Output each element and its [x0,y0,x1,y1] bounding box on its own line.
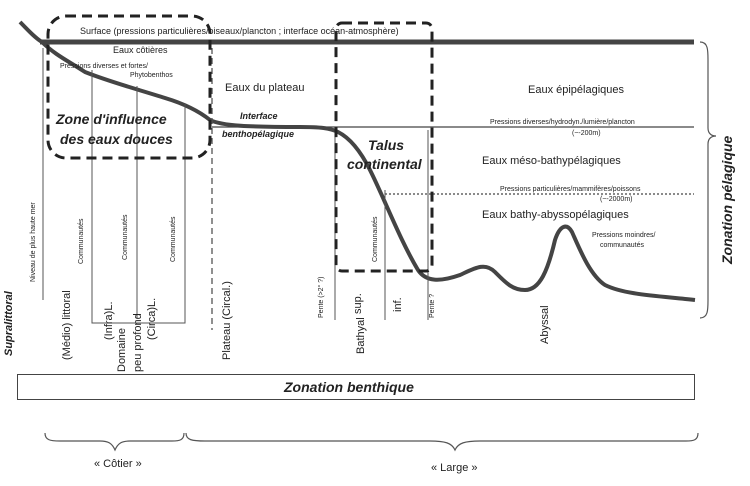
seabed-profile [18,20,696,302]
pressions-moindres-label-1: Pressions moindres/ [592,232,656,239]
communautes-label-4: Communautés [372,216,379,262]
zonation-benthique-label: Zonation benthique [284,379,414,395]
pressions-moindres-label-2: communautés [600,242,644,249]
cotier-label: « Côtier » [94,458,142,470]
pressions-meso-label: Pressions particulières/mammifères/poiss… [500,186,641,193]
large-brace [185,432,699,452]
interface-label-1: Interface [240,111,278,121]
pente-q-label: Pente ? [429,293,436,318]
pente-2-label: Pente (>2° ?) [318,276,325,318]
eaux-plateau-label: Eaux du plateau [225,82,305,94]
communautes-label-3: Communautés [170,216,177,262]
eaux-meso-label: Eaux méso-bathypélagiques [482,155,621,167]
depth-2000-label: (~-2000m) [600,196,633,203]
medio-littoral-label: (Médio) littoral [61,290,73,360]
talus-box [334,21,434,273]
pelagic-brace [699,41,717,319]
eaux-bathy-label: Eaux bathy-abyssopélagiques [482,209,629,221]
talus-label-2: continental [347,156,422,172]
influence-label-2: des eaux douces [60,131,173,147]
talus-label-1: Talus [368,137,405,153]
infra-label: (Infra)L. [103,301,115,340]
influence-label-1: Zone d'influence [56,111,167,127]
communautes-label-2: Communautés [122,214,129,260]
interface-label-2: benthopélagique [222,129,294,139]
domaine-label-1: Domaine [116,327,128,372]
surface-label: Surface (pressions particulières/oiseaux… [80,26,399,36]
eaux-cotieres-label: Eaux côtières [113,45,168,55]
bathyal-label: Bathyal [355,317,367,354]
zonation-benthique-box [17,374,695,400]
plateau-label: Plateau (Circal.) [221,281,233,360]
abyssal-label: Abyssal [539,305,551,344]
zonation-pelagique-label: Zonation pélagique [719,135,735,264]
large-label: « Large » [431,462,478,474]
inf-label: inf. [392,297,404,312]
domaine-bracket [91,318,186,324]
pressions-cotieres-label-1: Pressions diverses et fortes/ [60,63,148,70]
eaux-epipelagiques-label: Eaux épipélagiques [528,84,625,96]
domaine-label-2: peu profond [132,313,144,372]
circa-label: (Circa)L. [146,297,158,340]
supralittoral-label: Supralittoral [3,291,15,356]
sup-label: sup. [352,293,364,314]
communautes-label-1: Communautés [78,218,85,264]
niveau-haute-mer-label: Niveau de plus haute mer [30,202,37,282]
pressions-epi-label: Pressions diverses/hydrodyn./lumière/pla… [490,119,635,126]
cotier-brace [44,432,185,452]
depth-200-label: (~-200m) [572,130,601,137]
pressions-cotieres-label-2: Phytobenthos [130,72,173,79]
